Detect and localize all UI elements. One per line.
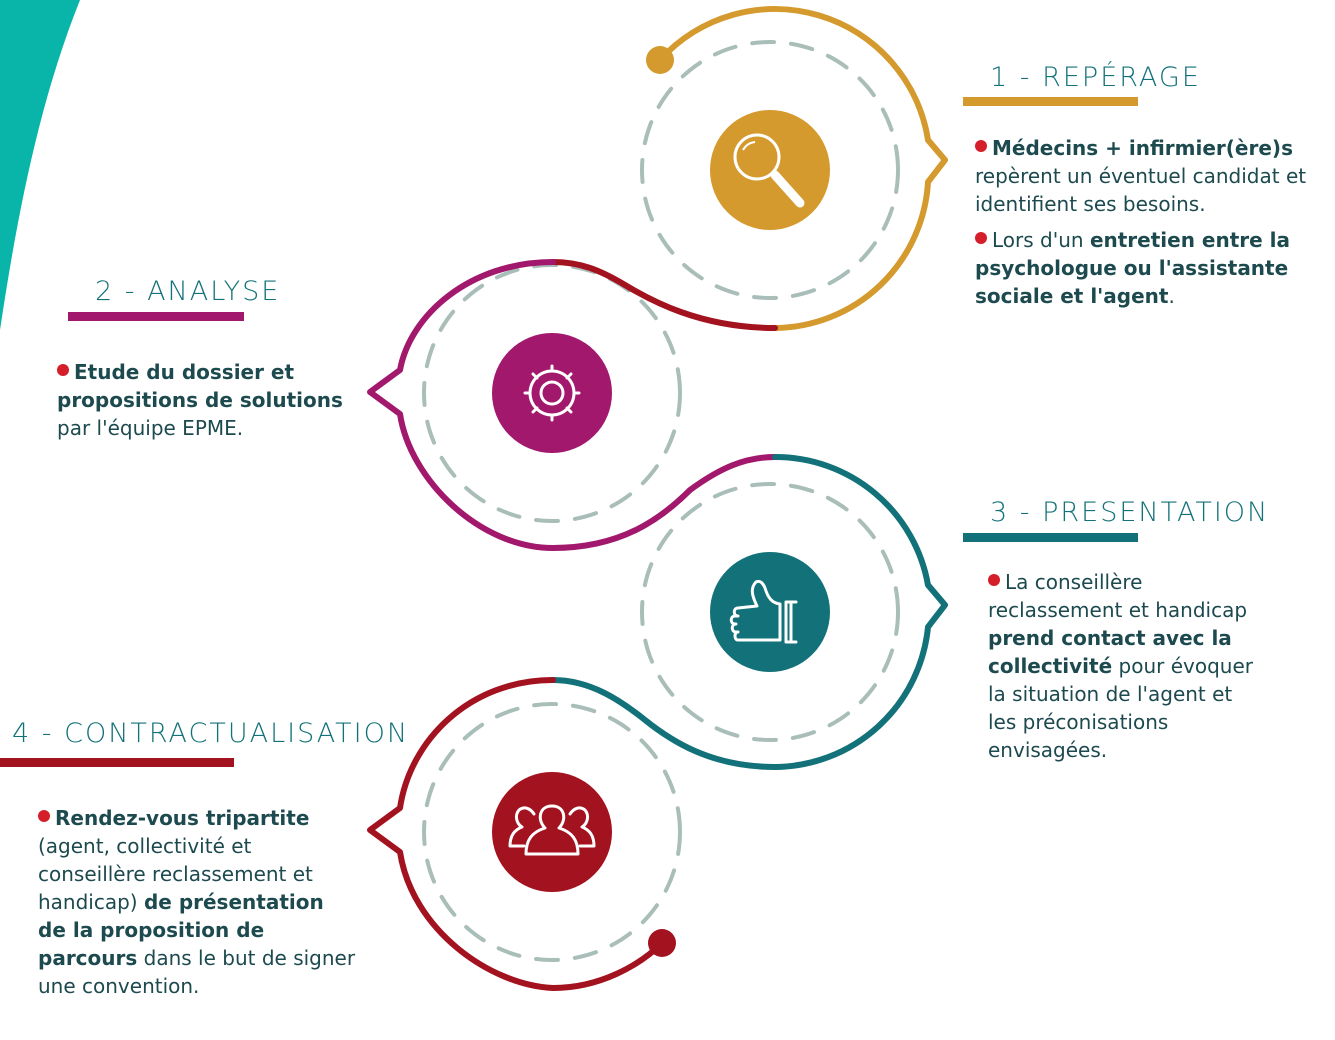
bullet-dot (975, 140, 987, 152)
step-4-underline (0, 758, 234, 767)
group-icon (492, 772, 612, 892)
bullet-dot (57, 364, 69, 376)
ring-4-arc (367, 677, 665, 991)
ring-1-arc (657, 6, 948, 331)
dashed-ring-4 (422, 702, 682, 962)
thumbs-up-icon (710, 552, 830, 672)
bullet-dot (38, 810, 50, 822)
step-4-paragraph-1: Rendez-vous tripartite (agent, collectiv… (38, 806, 356, 998)
start-dot (646, 46, 674, 74)
step-1-paragraph-1: Médecins + infirmier(ère)s repèrent un é… (975, 136, 1307, 216)
step-2-underline (68, 312, 244, 321)
step-4-text: Rendez-vous tripartite (agent, collectiv… (38, 804, 358, 1008)
step-3-underline (963, 533, 1138, 542)
gear-icon (492, 333, 612, 453)
step-1-title: 1 - REPÉRAGE (990, 62, 1201, 93)
bullet-dot (988, 574, 1000, 586)
dashed-ring-3 (640, 482, 900, 742)
step-2-paragraph-1: Etude du dossier et propositions de solu… (57, 360, 343, 440)
step-1-text: Médecins + infirmier(ère)s repèrent un é… (975, 134, 1335, 318)
step-3-paragraph-1: La conseillère reclassement et handicap … (988, 570, 1253, 762)
end-dot (648, 929, 676, 957)
teal-corner-shape (0, 0, 80, 330)
step-2-text: Etude du dossier et propositions de solu… (57, 358, 357, 450)
step-1-underline (963, 97, 1138, 106)
ring-2-arc (367, 259, 778, 551)
magnifier-icon (710, 110, 830, 230)
connector-1-2 (550, 259, 778, 331)
ring-3-arc (550, 453, 948, 770)
step-4-title: 4 - CONTRACTUALISATION (12, 718, 410, 749)
bullet-dot (975, 232, 987, 244)
step-3-title: 3 - PRESENTATION (990, 497, 1270, 528)
step-1-paragraph-2: Lors d'un entretien entre la psychologue… (975, 228, 1291, 308)
step-3-text: La conseillère reclassement et handicap … (988, 568, 1263, 772)
dashed-ring-1 (640, 40, 900, 300)
step-2-title: 2 - ANALYSE (95, 276, 281, 307)
